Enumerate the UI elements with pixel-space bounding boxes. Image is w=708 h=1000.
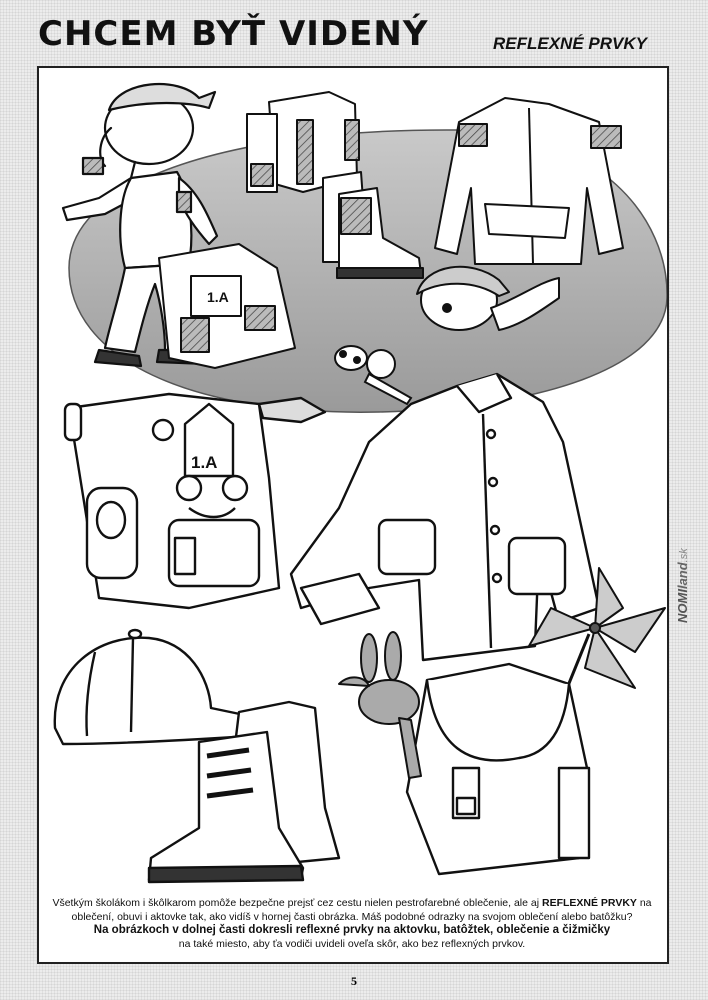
backpack-top [246,91,360,193]
instructions-intro: Všetkým školákom i škôlkarom pomôže bezp… [52,897,652,923]
boots-coloring [147,700,341,884]
ladybug-figure [334,345,413,406]
cap-coloring [53,628,261,746]
illustration-frame: 1.A [37,66,690,964]
page-number: 5 [351,974,357,988]
brand-watermark: NOMIland.sk [675,548,690,623]
boots-top [322,171,424,279]
schoolbag-label: 1.A [191,453,217,472]
rabbit-figure [338,631,422,779]
pinwheel-figure [528,567,666,709]
reflective-highlight: REFLEXNÉ PRVKY [542,897,637,909]
dog-figure [416,265,560,331]
schoolbag-coloring: 1.A [63,392,327,610]
svg-text:1.A: 1.A [207,289,229,305]
coloring-illustration: 1.A [53,82,667,884]
jacket-top [434,97,624,265]
backpack-coloring [405,662,591,876]
schoolbag-top: 1.A [158,243,296,369]
page-title: CHCEM BYŤ VIDENÝ [38,14,429,54]
jacket-coloring [289,372,601,662]
instructions-task: Na obrázkoch v dolnej časti dokresli ref… [93,924,611,936]
instructions-block: Všetkým školákom i škôlkarom pomôže bezp… [38,897,666,961]
top-scene: 1.A [61,82,667,413]
page-subtitle: REFLEXNÉ PRVKY [493,34,647,53]
instructions-outro: na také miesto, aby ťa vodiči uvideli ov… [178,937,526,950]
